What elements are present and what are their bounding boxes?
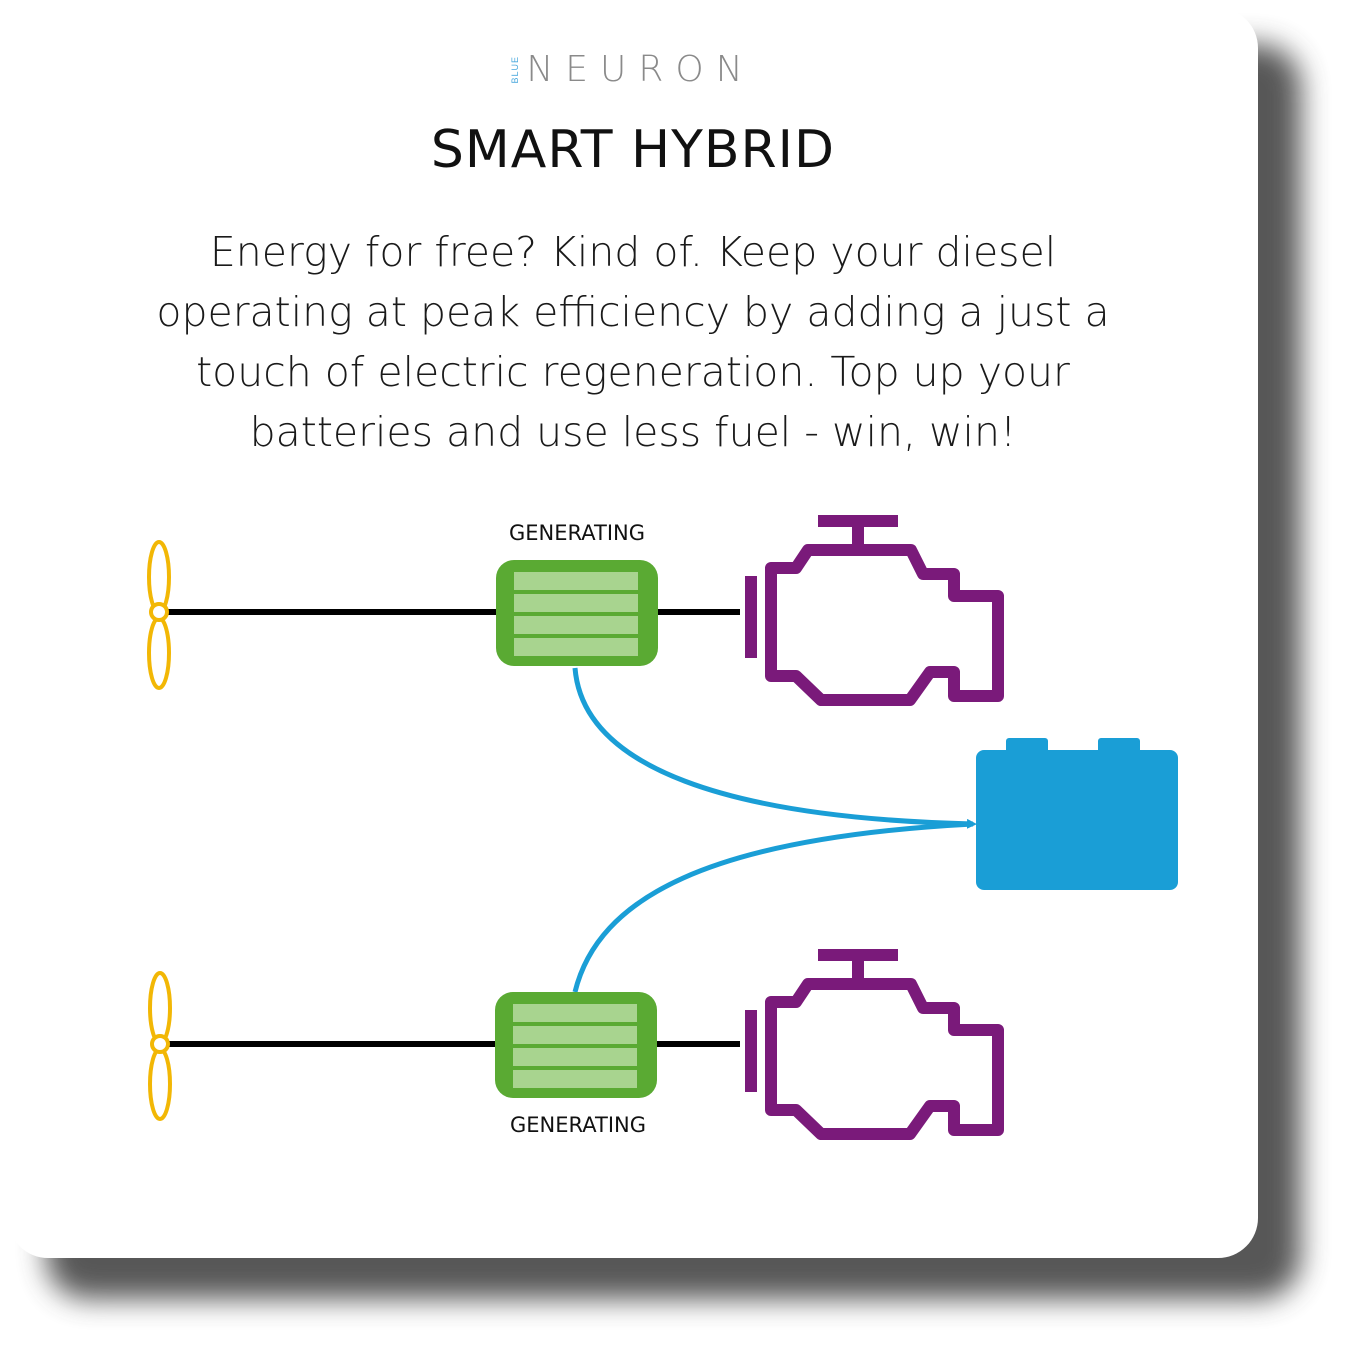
bottom-drive-unit: GENERATING [148, 949, 1004, 1140]
battery-icon [976, 738, 1178, 890]
brand-logo: BLUE NEURON [8, 52, 1258, 92]
page-title: SMART HYBRID [430, 120, 836, 180]
bottom-status-label: GENERATING [510, 1113, 646, 1137]
engine-icon [745, 515, 1004, 706]
propeller-icon [147, 540, 171, 690]
propeller-icon [148, 971, 172, 1121]
info-card: BLUE NEURON SMART HYBRID Energy for free… [8, 8, 1258, 1258]
top-status-label: GENERATING [509, 521, 645, 545]
top-drive-unit: GENERATING [147, 515, 1004, 706]
energy-flow [572, 667, 977, 993]
generator-icon [496, 560, 658, 666]
logo-wordmark: NEURON [526, 49, 755, 90]
engine-icon [745, 949, 1004, 1140]
top-energy-flow [572, 667, 977, 829]
bottom-energy-flow [572, 821, 974, 993]
generator-icon [495, 992, 657, 1098]
hybrid-diagram: GENERATING [147, 515, 1178, 1140]
description-text: Energy for free? Kind of. Keep your dies… [156, 228, 1110, 456]
